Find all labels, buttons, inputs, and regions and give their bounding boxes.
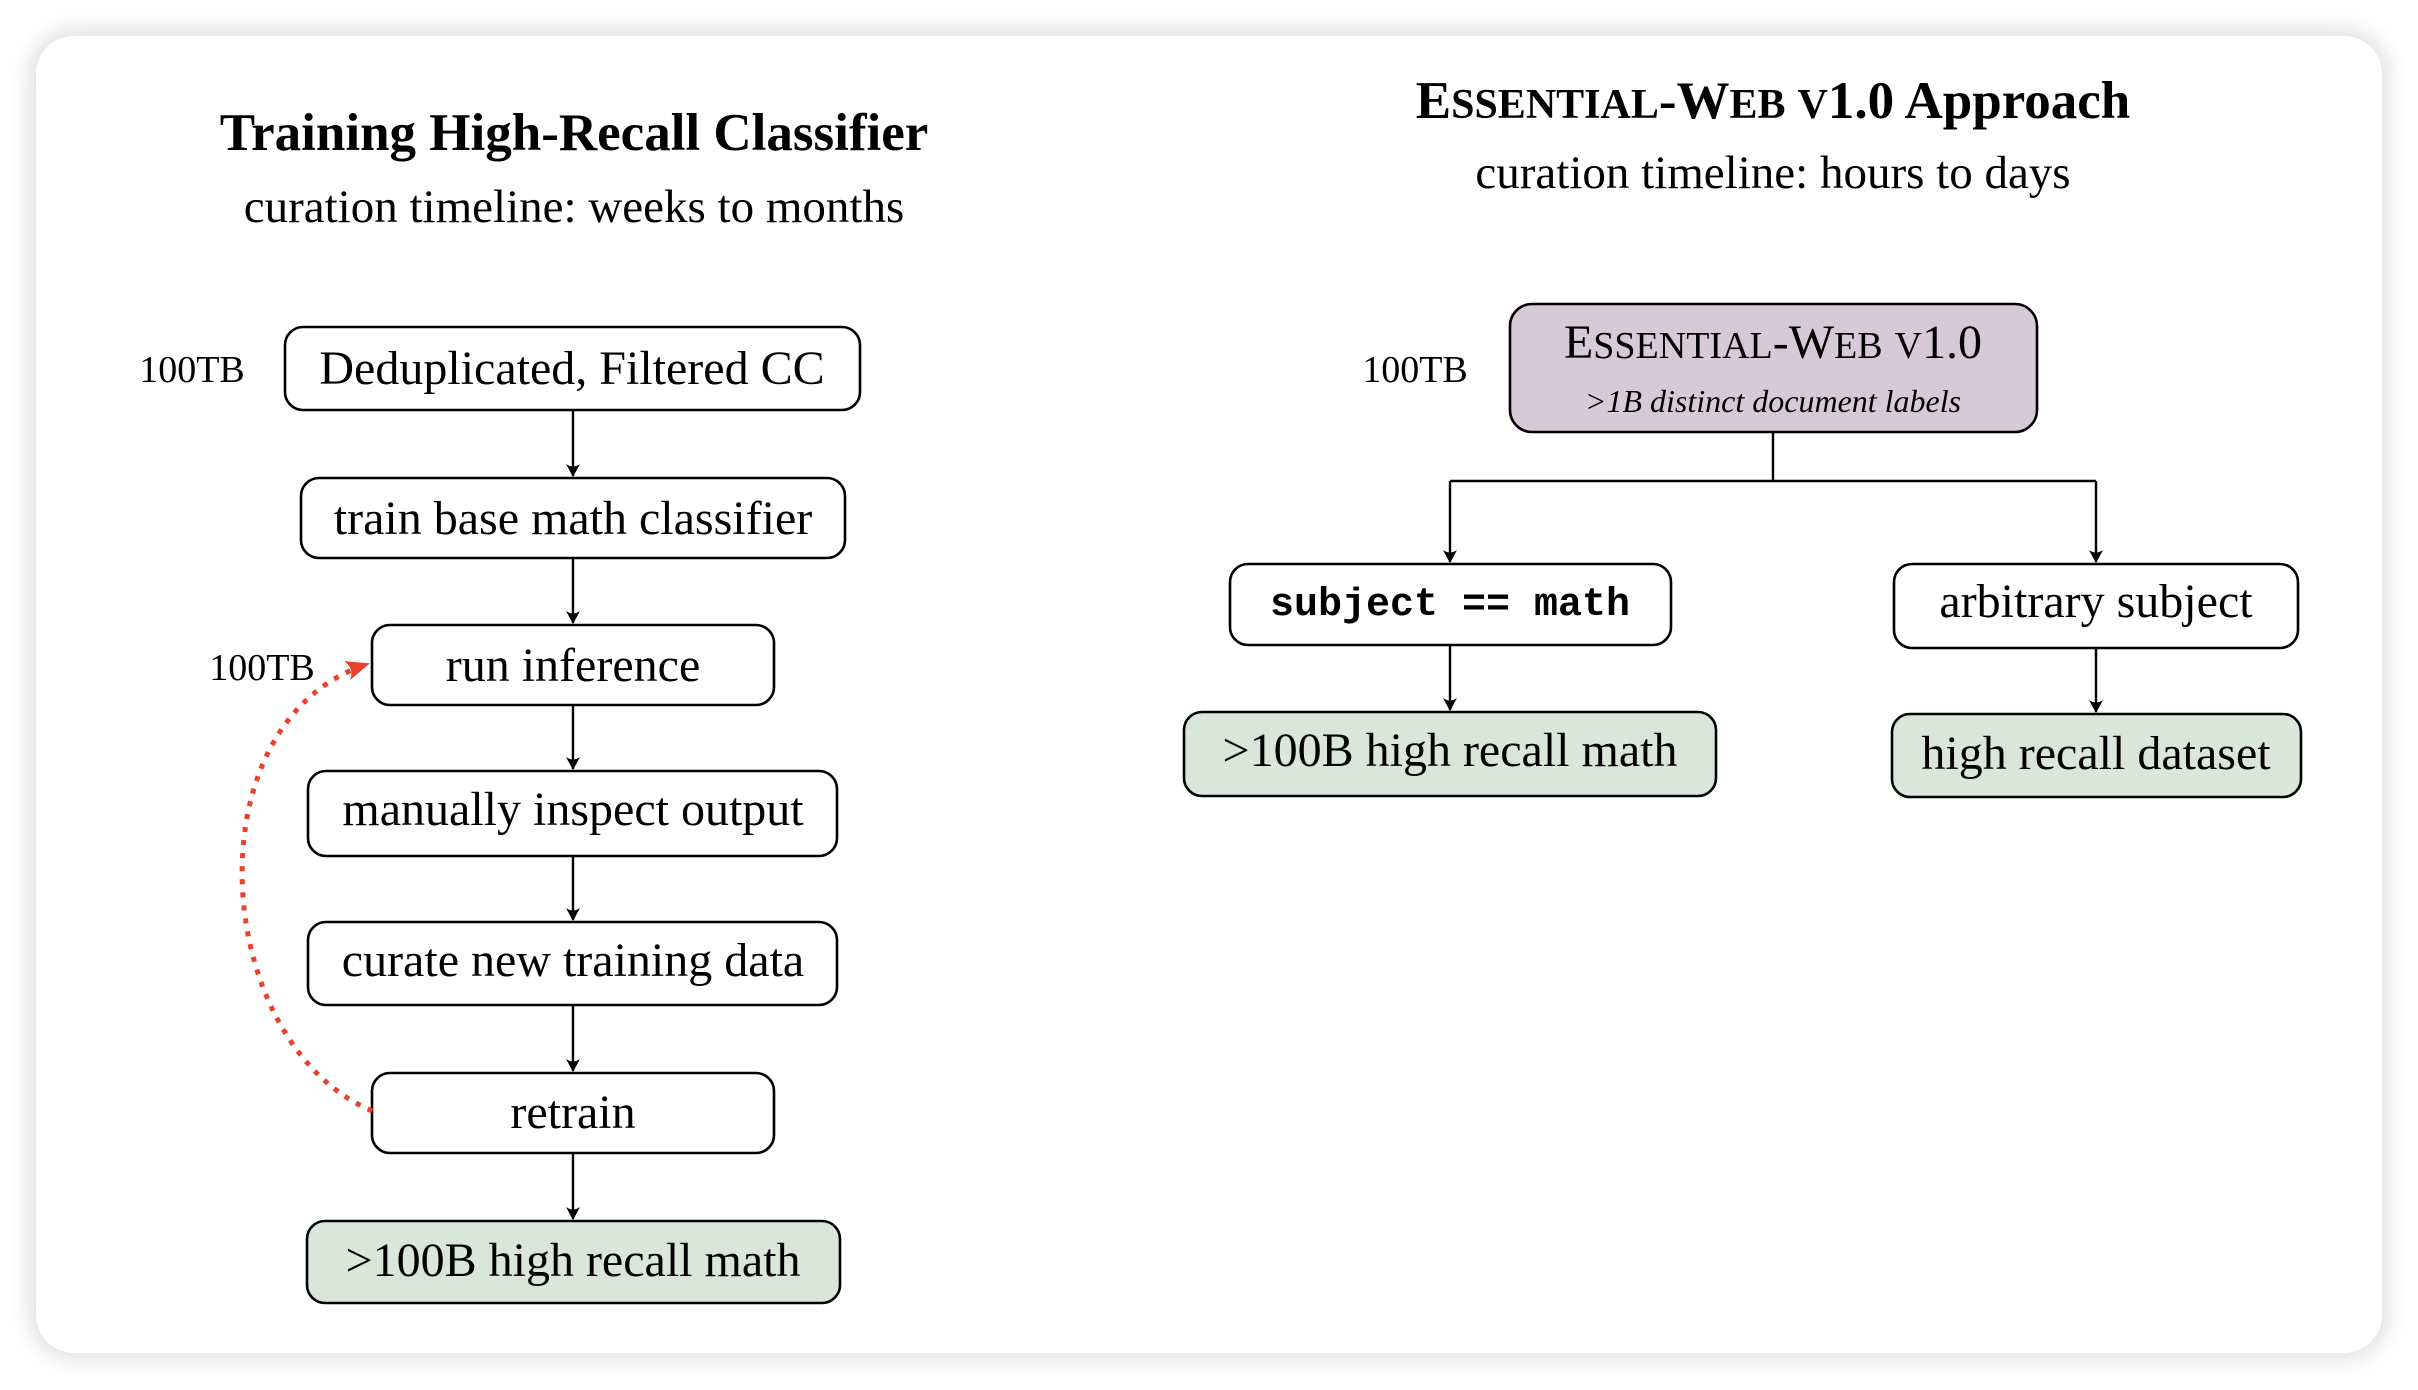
step-label: >100B high recall math [346, 1234, 801, 1287]
feedback-loop-arrow [239, 660, 374, 1114]
step-label: manually inspect output [342, 783, 804, 836]
filter-node-arbitrary: arbitrary subject [1892, 562, 2300, 650]
step-label: retrain [510, 1086, 635, 1139]
step-node-output: >100B high recall math [305, 1219, 842, 1305]
result-label: >100B high recall math [1223, 724, 1678, 777]
size-label-inference: 100TB [209, 647, 315, 689]
step-label: run inference [446, 639, 701, 692]
right-subtitle: curation timeline: hours to days [1475, 147, 2070, 199]
left-panel: Training High-Recall Classifier curation… [139, 104, 929, 1305]
filter-label: subject == math [1270, 583, 1630, 628]
step-node-run-inference: run inference [370, 623, 776, 707]
step-node-train-base: train base math classifier [299, 476, 847, 560]
source-node-caption: >1B distinct document labels [1585, 383, 1961, 419]
step-node-dedup: Deduplicated, Filtered CC [283, 325, 862, 412]
step-label: Deduplicated, Filtered CC [319, 342, 824, 395]
left-subtitle: curation timeline: weeks to months [244, 181, 904, 233]
size-label-source: 100TB [1362, 349, 1468, 391]
step-node-manual-inspect: manually inspect output [306, 769, 839, 858]
step-label: train base math classifier [334, 492, 812, 545]
left-title: Training High-Recall Classifier [220, 104, 929, 162]
filter-label: arbitrary subject [1939, 575, 2253, 628]
filter-node-math: subject == math [1228, 562, 1673, 647]
step-node-retrain: retrain [370, 1071, 776, 1155]
result-node-dataset: high recall dataset [1890, 712, 2303, 799]
result-node-math: >100B high recall math [1182, 710, 1718, 798]
step-label: curate new training data [342, 934, 804, 987]
step-node-curate: curate new training data [306, 920, 839, 1007]
size-label-source: 100TB [139, 349, 245, 391]
result-label: high recall dataset [1921, 727, 2271, 780]
